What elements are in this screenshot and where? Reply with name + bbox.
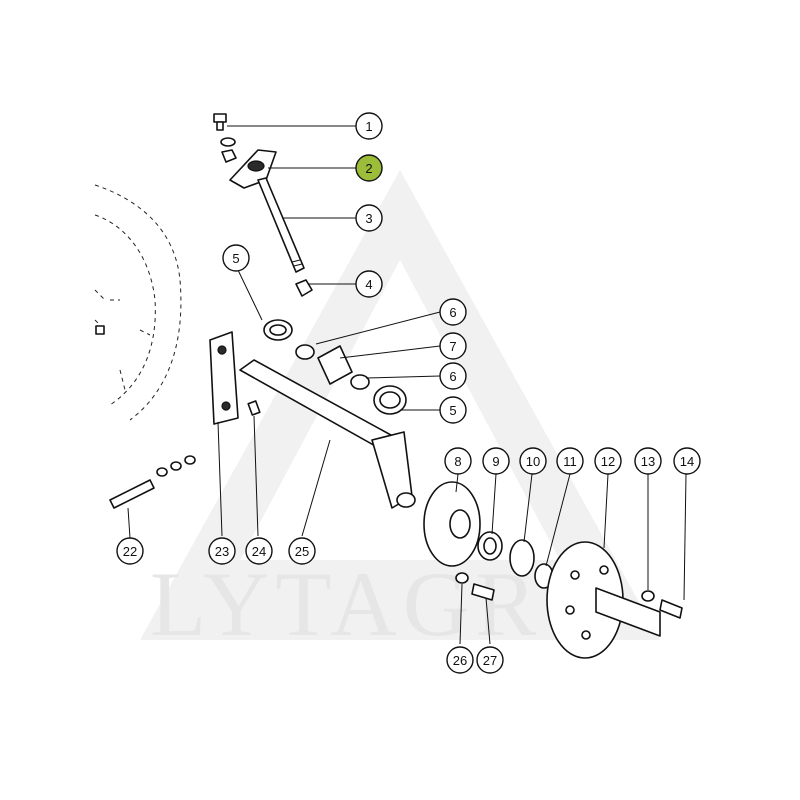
- callout-label: 1: [365, 119, 372, 134]
- callout-label: 10: [526, 454, 540, 469]
- callout-label: 12: [601, 454, 615, 469]
- callout-label: 13: [641, 454, 655, 469]
- callout-3: 3: [355, 204, 383, 232]
- callout-22: 22: [116, 537, 144, 565]
- callout-label: 6: [449, 305, 456, 320]
- drum-outline: [94, 184, 182, 421]
- watermark-text: LYTAGR: [150, 553, 543, 655]
- callout-6b: 6: [439, 362, 467, 390]
- part-26-washer: [455, 572, 469, 584]
- callout-label: 14: [680, 454, 694, 469]
- callout-5b: 5: [439, 396, 467, 424]
- callout-7: 7: [439, 332, 467, 360]
- leader-lines: [127, 125, 687, 645]
- part-12-hub: [546, 541, 661, 659]
- callout-label: 4: [365, 277, 372, 292]
- callout-8: 8: [444, 447, 472, 475]
- callout-10: 10: [519, 447, 547, 475]
- callout-label: 25: [295, 544, 309, 559]
- callout-12: 12: [594, 447, 622, 475]
- part-1-bolt: [213, 113, 237, 163]
- callout-label: 8: [454, 454, 461, 469]
- part-24-key: [247, 400, 261, 416]
- callout-6: 6: [439, 298, 467, 326]
- callout-23: 23: [208, 537, 236, 565]
- callout-label: 3: [365, 211, 372, 226]
- callout-2: 2: [355, 154, 383, 182]
- callout-label: 7: [449, 339, 456, 354]
- part-23-bracket: [209, 331, 239, 425]
- callout-label: 27: [483, 653, 497, 668]
- part-14-bolt: [659, 599, 683, 619]
- callout-label: 26: [453, 653, 467, 668]
- callout-label: 23: [215, 544, 229, 559]
- callout-label: 11: [563, 454, 577, 469]
- callout-27: 27: [476, 646, 504, 674]
- part-2-cap: [229, 149, 277, 189]
- part-10-ring: [509, 539, 535, 577]
- part-22-bolt: [109, 455, 196, 509]
- part-4-nut: [295, 279, 313, 297]
- callout-label: 6: [449, 369, 456, 384]
- callout-24: 24: [245, 537, 273, 565]
- callout-25: 25: [288, 537, 316, 565]
- callout-label: 2: [365, 161, 372, 176]
- callout-label: 5: [449, 403, 456, 418]
- part-8-flange: [423, 481, 481, 567]
- callout-label: 24: [252, 544, 266, 559]
- callout-1: 1: [355, 112, 383, 140]
- callout-9: 9: [482, 447, 510, 475]
- part-27-bolt: [471, 583, 495, 601]
- callout-14: 14: [673, 447, 701, 475]
- part-13-washer: [641, 590, 655, 602]
- spring-assembly: [263, 319, 407, 415]
- part-9-bearing: [477, 531, 503, 561]
- callout-label: 22: [123, 544, 137, 559]
- part-25-shaft: [239, 359, 416, 509]
- part-3-rod: [257, 177, 305, 273]
- callout-5: 5: [222, 244, 250, 272]
- callout-11: 11: [556, 447, 584, 475]
- callout-13: 13: [634, 447, 662, 475]
- callout-label: 5: [232, 251, 239, 266]
- callout-label: 9: [492, 454, 499, 469]
- callout-26: 26: [446, 646, 474, 674]
- callout-4: 4: [355, 270, 383, 298]
